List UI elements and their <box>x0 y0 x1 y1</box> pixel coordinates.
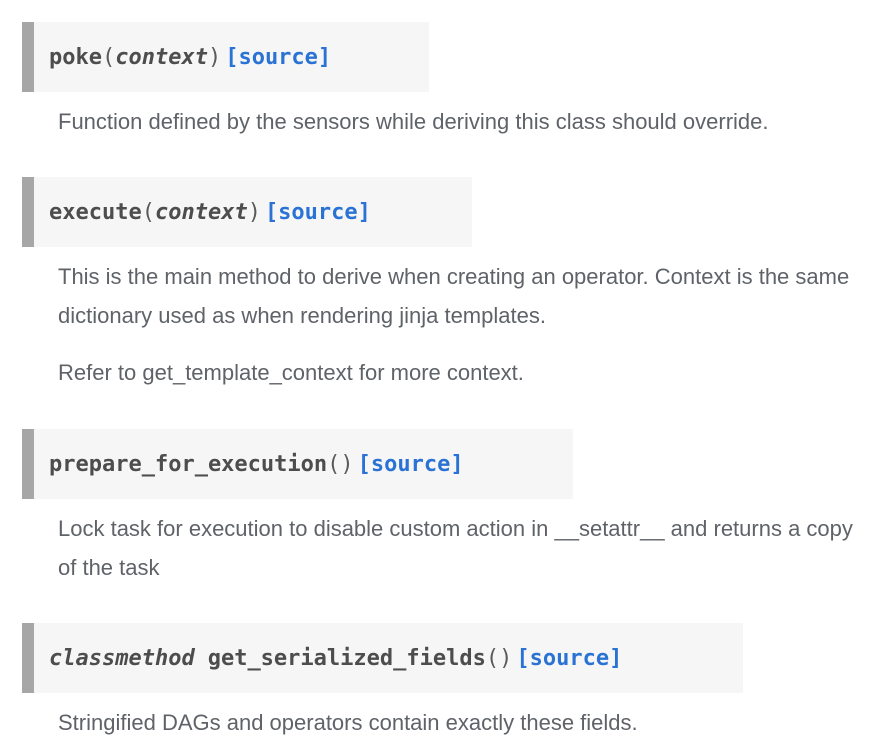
method-description: Lock task for execution to disable custo… <box>58 516 853 580</box>
method-name: execute <box>49 199 142 225</box>
parens: () <box>327 451 354 477</box>
source-link[interactable]: [source] <box>516 645 623 671</box>
method-name: get_serialized_fields <box>207 645 486 671</box>
method-name: poke <box>49 44 102 70</box>
method-signature-prepare-for-execution: prepare_for_execution()[source] <box>22 429 573 499</box>
method-description-note: Refer to get_template_context for more c… <box>58 360 524 385</box>
method-description: This is the main method to derive when c… <box>58 264 850 328</box>
method-description: Function defined by the sensors while de… <box>58 109 769 134</box>
method-signature-execute: execute(context)[source] <box>22 177 472 247</box>
method-description: Stringified DAGs and operators contain e… <box>58 710 638 735</box>
open-paren: ( <box>101 44 116 70</box>
method-signature-get-serialized-fields: classmethod get_serialized_fields()[sourc… <box>22 623 743 693</box>
source-link[interactable]: [source] <box>264 199 371 225</box>
source-link[interactable]: [source] <box>225 44 332 70</box>
close-paren: ) <box>207 44 222 70</box>
open-paren: ( <box>141 199 155 225</box>
method-argument: context <box>115 44 208 70</box>
method-argument: context <box>154 199 248 225</box>
method-name: prepare_for_execution <box>49 451 328 477</box>
source-link[interactable]: [source] <box>357 451 464 477</box>
method-signature-poke: poke(context)[source] <box>22 22 429 92</box>
classmethod-keyword: classmethod <box>49 645 195 671</box>
parens: () <box>485 645 513 671</box>
close-paren: ) <box>247 199 261 225</box>
